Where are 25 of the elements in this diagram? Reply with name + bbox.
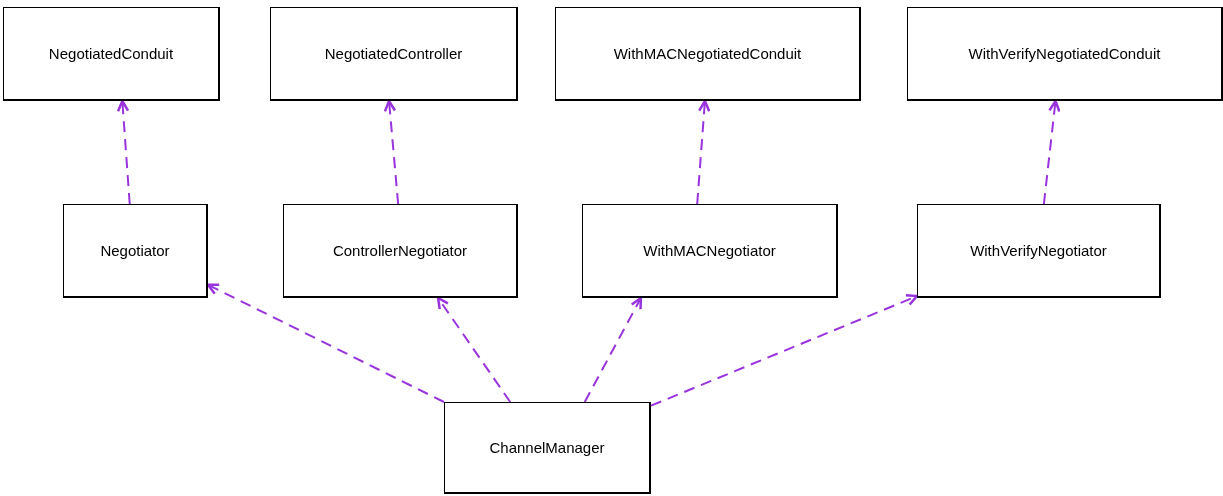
dashed-arrow	[436, 296, 512, 403]
class-name: Negotiator	[100, 242, 170, 259]
class-box	[555, 7, 861, 101]
dashed-arrow	[116, 99, 131, 205]
class-name: WithMACNegotiatedConduit	[613, 45, 802, 62]
class-box	[582, 204, 838, 298]
class-name: ChannelManager	[489, 439, 605, 456]
dashed-arrow	[696, 99, 711, 205]
class-box	[283, 204, 518, 298]
class-box	[907, 7, 1223, 101]
class-box	[270, 7, 518, 101]
class-box	[63, 204, 208, 298]
class-name: WithVerifyNegotiator	[970, 242, 1107, 259]
class-box	[3, 7, 220, 101]
class-name: NegotiatedController	[324, 45, 463, 62]
class-name: WithVerifyNegotiatedConduit	[968, 45, 1161, 62]
class-name: NegotiatedConduit	[48, 45, 174, 62]
dashed-arrow	[1042, 99, 1061, 205]
dashed-arrow	[583, 296, 643, 403]
class-name: WithMACNegotiator	[643, 242, 776, 259]
class-box	[917, 204, 1161, 298]
class-box	[444, 402, 651, 494]
dashed-arrow	[383, 99, 400, 205]
dashed-arrow	[650, 294, 919, 407]
class-name: ControllerNegotiator	[332, 242, 468, 259]
